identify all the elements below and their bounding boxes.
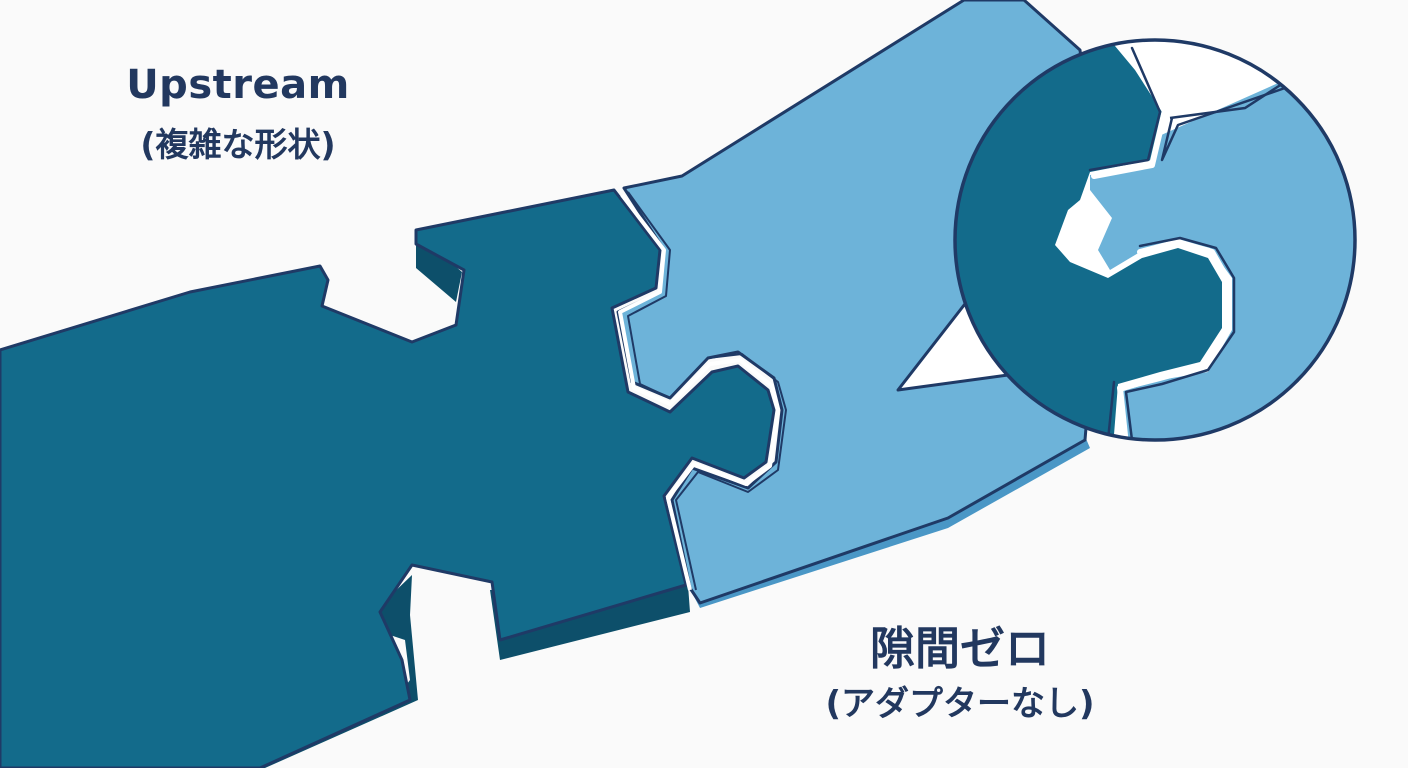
zoom-seam	[1091, 42, 1231, 440]
upstream-title: Upstream	[126, 62, 350, 108]
gap-title: 隙間ゼロ	[869, 622, 1050, 675]
upstream-subtitle: (複雑な形状)	[140, 125, 336, 164]
zoom-seam-outline	[1088, 46, 1287, 440]
gap-subtitle: (アダプターなし)	[825, 684, 1095, 724]
zoom-upper-boundary	[1169, 82, 1283, 120]
seam-outline	[627, 191, 787, 591]
upstream-piece	[0, 188, 776, 768]
seam-line	[618, 193, 780, 591]
